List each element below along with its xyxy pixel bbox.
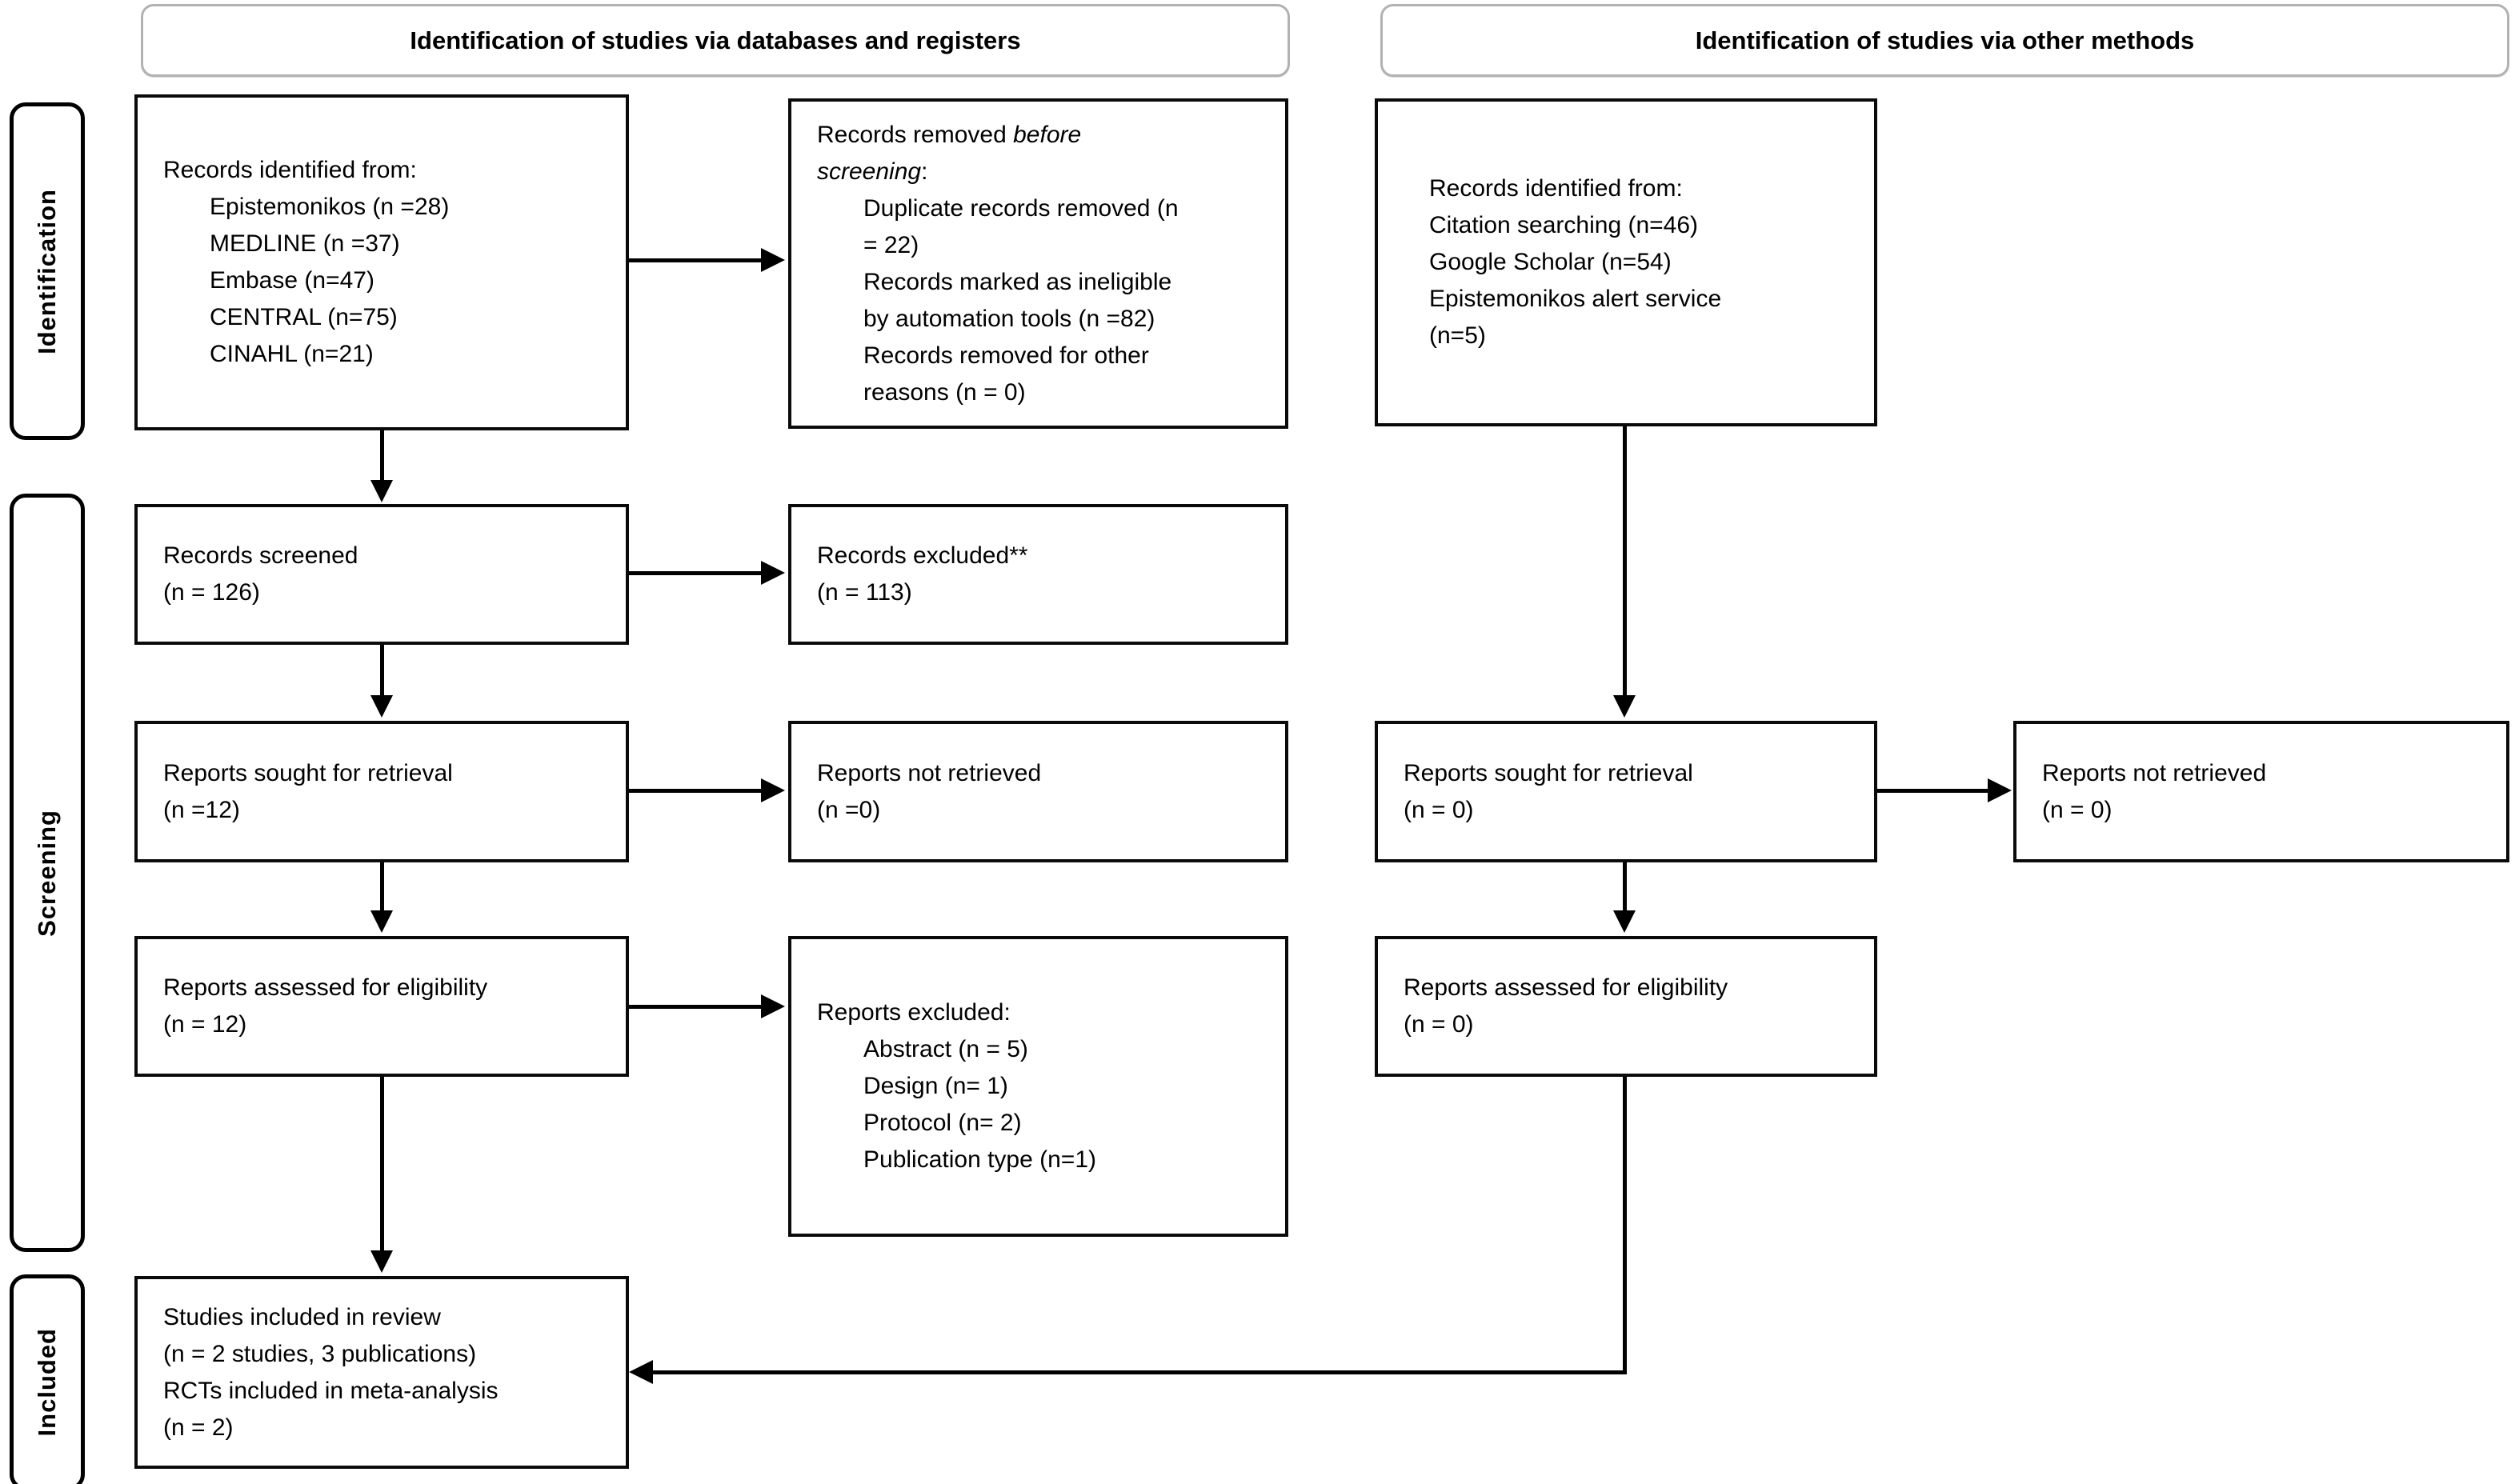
arrow-screened-to-sought-head: [370, 695, 393, 718]
reports-excluded-item: Protocol (n= 2): [863, 1110, 1022, 1136]
arrow-assessed-to-included-head: [370, 1250, 393, 1273]
reports-assessed-db-line: (n = 12): [163, 1011, 247, 1038]
records-identified-db-item: MEDLINE (n =37): [210, 230, 400, 257]
reports-assessed-other-line: Reports assessed for eligibility: [1404, 974, 1728, 1001]
arrow-identified-to-removed-head: [761, 248, 785, 272]
box-records-removed-before-screening: Records removed before screening: Duplic…: [788, 98, 1288, 429]
records-identified-other-line: (n=5): [1429, 322, 1486, 349]
studies-included-line: RCTs included in meta-analysis: [163, 1377, 499, 1404]
arrow-sought-other-to-not-retrieved-head: [1988, 778, 2012, 802]
records-identified-other-line: Citation searching (n=46): [1429, 212, 1699, 238]
arrow-assessed-other-to-included-vertical: [1623, 1077, 1627, 1374]
stage-identification: Identification: [10, 102, 85, 440]
reports-sought-db-line: (n =12): [163, 796, 240, 823]
arrow-sought-to-assessed-line: [380, 862, 384, 912]
stage-included: Included: [10, 1274, 85, 1484]
arrow-assessed-to-reports-excluded-line: [629, 1005, 762, 1009]
box-records-identified-databases: Records identified from: Epistemonikos (…: [134, 94, 629, 430]
records-identified-db-head: Records identified from:: [163, 157, 417, 183]
arrow-screened-to-sought-line: [380, 645, 384, 697]
box-studies-included: Studies included in review (n = 2 studie…: [134, 1276, 629, 1469]
reports-not-retrieved-db-line: (n =0): [817, 796, 881, 823]
box-records-identified-other: Records identified from: Citation search…: [1375, 98, 1877, 426]
reports-excluded-item: Publication type (n=1): [863, 1146, 1097, 1173]
records-identified-db-item: CENTRAL (n=75): [210, 304, 398, 330]
records-excluded-line: Records excluded**: [817, 542, 1028, 569]
reports-assessed-db-line: Reports assessed for eligibility: [163, 974, 488, 1001]
records-identified-db-item: Epistemonikos (n =28): [210, 194, 450, 220]
box-reports-not-retrieved-other: Reports not retrieved (n = 0): [2013, 721, 2509, 862]
records-identified-other-line: Epistemonikos alert service: [1429, 286, 1722, 312]
reports-sought-other-line: (n = 0): [1404, 796, 1474, 823]
arrow-identified-to-screened-head: [370, 480, 393, 502]
box-reports-not-retrieved-databases: Reports not retrieved (n =0): [788, 721, 1288, 862]
arrow-sought-other-to-assessed-line: [1623, 862, 1627, 912]
box-records-excluded: Records excluded** (n = 113): [788, 504, 1288, 645]
box-records-screened: Records screened (n = 126): [134, 504, 629, 645]
records-identified-other-line: Records identified from:: [1429, 175, 1683, 202]
reports-assessed-other-line: (n = 0): [1404, 1011, 1474, 1038]
box-reports-assessed-other: Reports assessed for eligibility (n = 0): [1375, 936, 1877, 1077]
reports-sought-db-line: Reports sought for retrieval: [163, 759, 453, 786]
box-reports-sought-other: Reports sought for retrieval (n = 0): [1375, 721, 1877, 862]
studies-included-line: Studies included in review: [163, 1303, 441, 1330]
records-removed-item: = 22): [863, 231, 919, 258]
arrow-assessed-to-included-line: [380, 1077, 384, 1252]
stage-screening-label: Screening: [33, 809, 61, 937]
reports-not-retrieved-db-line: Reports not retrieved: [817, 759, 1042, 786]
arrow-identified-to-screened-line: [380, 430, 384, 482]
records-screened-line: (n = 126): [163, 579, 260, 606]
records-removed-head-line1: Records removed before: [817, 117, 1269, 154]
records-removed-head-italic: before: [1013, 121, 1082, 148]
records-removed-head-suffix: :: [921, 158, 928, 185]
records-screened-line: Records screened: [163, 542, 358, 569]
records-removed-head-prefix: Records removed: [817, 121, 1014, 148]
records-excluded-line: (n = 113): [817, 579, 912, 606]
arrow-identified-other-to-sought-line: [1623, 426, 1627, 697]
arrow-sought-other-to-not-retrieved-line: [1877, 789, 1989, 793]
reports-excluded-item: Abstract (n = 5): [863, 1036, 1028, 1062]
records-identified-other-line: Google Scholar (n=54): [1429, 249, 1672, 275]
records-removed-item: reasons (n = 0): [863, 378, 1026, 406]
arrow-sought-to-not-retrieved-line: [629, 789, 762, 793]
records-removed-item: Records marked as ineligible: [863, 268, 1172, 295]
arrow-screened-to-excluded-head: [761, 561, 785, 585]
records-identified-db-item: CINAHL (n=21): [210, 341, 374, 367]
records-removed-head-italic: screening: [817, 158, 922, 185]
arrow-sought-to-assessed-head: [370, 910, 393, 933]
stage-included-label: Included: [33, 1328, 61, 1437]
arrow-identified-other-to-sought-head: [1613, 695, 1636, 718]
arrow-sought-to-not-retrieved-head: [761, 778, 785, 802]
stage-screening: Screening: [10, 494, 85, 1252]
studies-included-line: (n = 2 studies, 3 publications): [163, 1340, 477, 1367]
records-removed-item: Duplicate records removed (n: [863, 194, 1179, 222]
reports-not-retrieved-other-line: (n = 0): [2042, 796, 2113, 823]
arrow-identified-to-removed-line: [629, 258, 762, 262]
box-reports-assessed-databases: Reports assessed for eligibility (n = 12…: [134, 936, 629, 1077]
arrow-assessed-other-to-included-horizontal: [652, 1370, 1627, 1374]
arrow-assessed-to-reports-excluded-head: [761, 994, 785, 1018]
records-removed-item: Records removed for other: [863, 342, 1149, 369]
reports-excluded-head: Reports excluded:: [817, 999, 1011, 1026]
header-databases-registers-label: Identification of studies via databases …: [410, 26, 1021, 54]
stage-identification-label: Identification: [33, 188, 61, 354]
reports-not-retrieved-other-line: Reports not retrieved: [2042, 759, 2267, 786]
reports-sought-other-line: Reports sought for retrieval: [1404, 759, 1693, 786]
reports-excluded-item: Design (n= 1): [863, 1073, 1008, 1099]
studies-included-line: (n = 2): [163, 1414, 234, 1441]
box-reports-sought-databases: Reports sought for retrieval (n =12): [134, 721, 629, 862]
records-removed-item: by automation tools (n =82): [863, 305, 1155, 332]
header-other-methods: Identification of studies via other meth…: [1380, 4, 2509, 77]
header-databases-registers: Identification of studies via databases …: [141, 4, 1290, 77]
arrow-screened-to-excluded-line: [629, 571, 762, 575]
box-reports-excluded: Reports excluded: Abstract (n = 5) Desig…: [788, 936, 1288, 1237]
arrow-assessed-other-to-included-head: [629, 1360, 653, 1384]
arrow-sought-other-to-assessed-head: [1613, 910, 1636, 933]
header-other-methods-label: Identification of studies via other meth…: [1695, 26, 2195, 54]
records-removed-head-line2: screening:: [817, 154, 1269, 190]
records-identified-db-item: Embase (n=47): [210, 267, 374, 294]
